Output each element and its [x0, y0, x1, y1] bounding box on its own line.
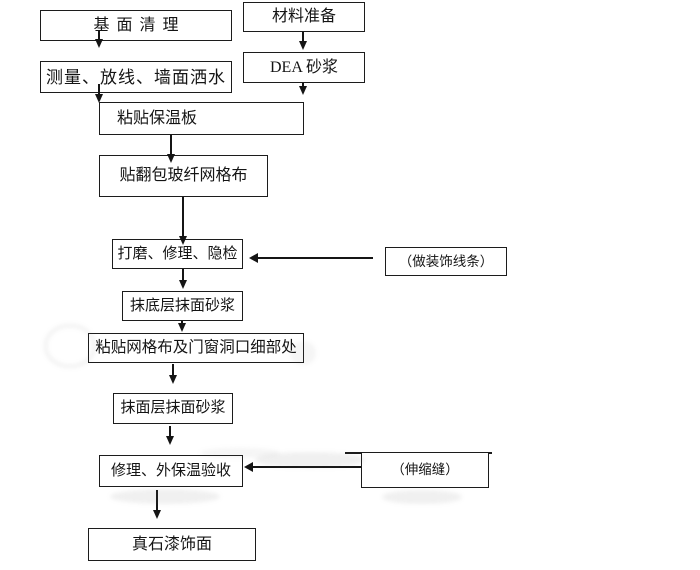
arrow-joint-to-repair-icon — [244, 462, 361, 472]
arrow-dea-to-insulation-icon — [298, 83, 307, 95]
node-decorative-lines: （做装饰线条） — [385, 247, 507, 276]
arrow-clean-to-measure-icon — [94, 31, 103, 48]
arrow-basecoat-to-detail-icon — [177, 321, 186, 332]
arrow-polish-to-basecoat-icon — [178, 269, 187, 289]
node-base-coat-mortar: 抹底层抹面砂浆 — [122, 291, 243, 321]
node-mesh-and-opening-detail: 粘贴网格布及门窗洞口细部处 — [88, 333, 304, 363]
node-material-preparation: 材料准备 — [243, 2, 365, 32]
arrow-material-to-dea-icon — [298, 32, 307, 50]
node-dea-mortar: DEA 砂浆 — [243, 52, 365, 83]
scan-artifact — [382, 490, 462, 504]
node-base-surface-cleaning: 基面清理 — [40, 10, 232, 41]
arrow-insulation-to-mesh-icon — [166, 135, 175, 163]
arrow-mesh-to-polish-icon — [178, 197, 187, 245]
node-expansion-joint: （伸缩缝） — [361, 453, 489, 488]
arrow-repair-to-finish-icon — [152, 490, 161, 519]
node-face-coat-mortar: 抹面层抹面砂浆 — [113, 393, 233, 424]
scan-artifact — [110, 489, 220, 504]
arrow-detail-to-facecoat-icon — [168, 364, 177, 384]
node-paste-insulation-board: 粘贴保温板 — [99, 102, 304, 135]
node-stone-paint-finish: 真石漆饰面 — [88, 528, 256, 561]
arrow-decolines-to-polish-icon — [249, 253, 373, 263]
node-wrap-fiberglass-mesh: 贴翻包玻纤网格布 — [99, 155, 268, 197]
scan-artifact — [200, 448, 280, 458]
arrow-facecoat-to-repair-icon — [165, 426, 174, 445]
node-polish-repair-inspect: 打磨、修理、隐检 — [112, 239, 243, 269]
scan-artifact — [255, 452, 365, 468]
arrow-measure-to-insulation-icon — [94, 84, 103, 103]
node-measure-line-wetting: 测量、放线、墙面洒水 — [40, 61, 232, 93]
node-repair-acceptance: 修理、外保温验收 — [99, 455, 243, 487]
scan-artifact — [290, 341, 316, 365]
scan-artifact — [44, 324, 96, 368]
